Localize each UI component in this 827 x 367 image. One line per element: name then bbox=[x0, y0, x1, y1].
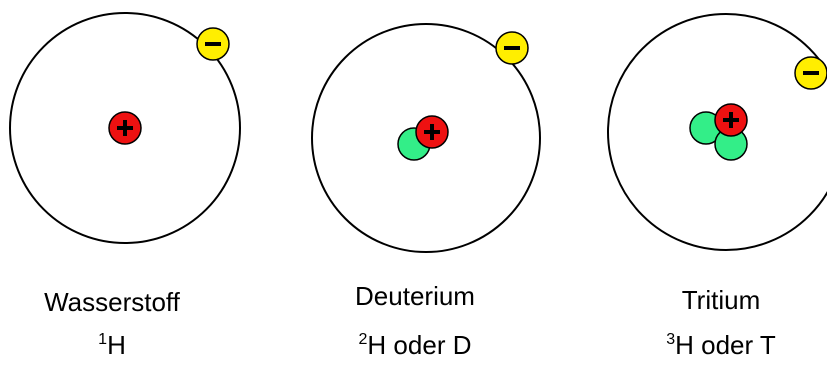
atom-notation-tritium: 3H oder T bbox=[666, 330, 776, 360]
plus-sign-bar-vertical bbox=[430, 124, 434, 140]
minus-sign-bar bbox=[205, 42, 221, 46]
atom-name-hydrogen: Wasserstoff bbox=[44, 287, 180, 317]
mass-number: 1 bbox=[98, 331, 108, 348]
mass-number: 2 bbox=[358, 331, 368, 348]
mass-number: 3 bbox=[666, 331, 676, 348]
minus-sign bbox=[205, 42, 221, 46]
plus-sign bbox=[723, 112, 739, 128]
minus-sign-bar bbox=[504, 46, 520, 50]
atom-name-tritium: Tritium bbox=[681, 285, 761, 315]
plus-sign-bar-vertical bbox=[123, 120, 127, 136]
orbit-ring bbox=[311, 23, 541, 253]
plus-sign bbox=[424, 124, 440, 140]
atom-0 bbox=[9, 12, 241, 244]
element-symbol: H bbox=[367, 330, 387, 360]
minus-sign bbox=[504, 46, 520, 50]
atom-notation-deuterium: 2H oder D bbox=[358, 330, 472, 360]
isotope-alias: oder D bbox=[386, 330, 472, 360]
minus-sign bbox=[803, 71, 819, 75]
atom-name-deuterium: Deuterium bbox=[355, 281, 475, 311]
atom-notation-hydrogen: 1H bbox=[98, 330, 126, 360]
atom-2 bbox=[607, 13, 827, 251]
minus-sign-bar bbox=[803, 71, 819, 75]
isotope-alias: oder T bbox=[693, 330, 776, 360]
atom-1 bbox=[311, 23, 541, 253]
element-symbol: H bbox=[107, 330, 126, 360]
element-symbol: H bbox=[675, 330, 694, 360]
plus-sign bbox=[117, 120, 133, 136]
orbit-ring bbox=[9, 12, 241, 244]
plus-sign-bar-vertical bbox=[729, 112, 733, 128]
orbit-ring bbox=[607, 13, 827, 251]
